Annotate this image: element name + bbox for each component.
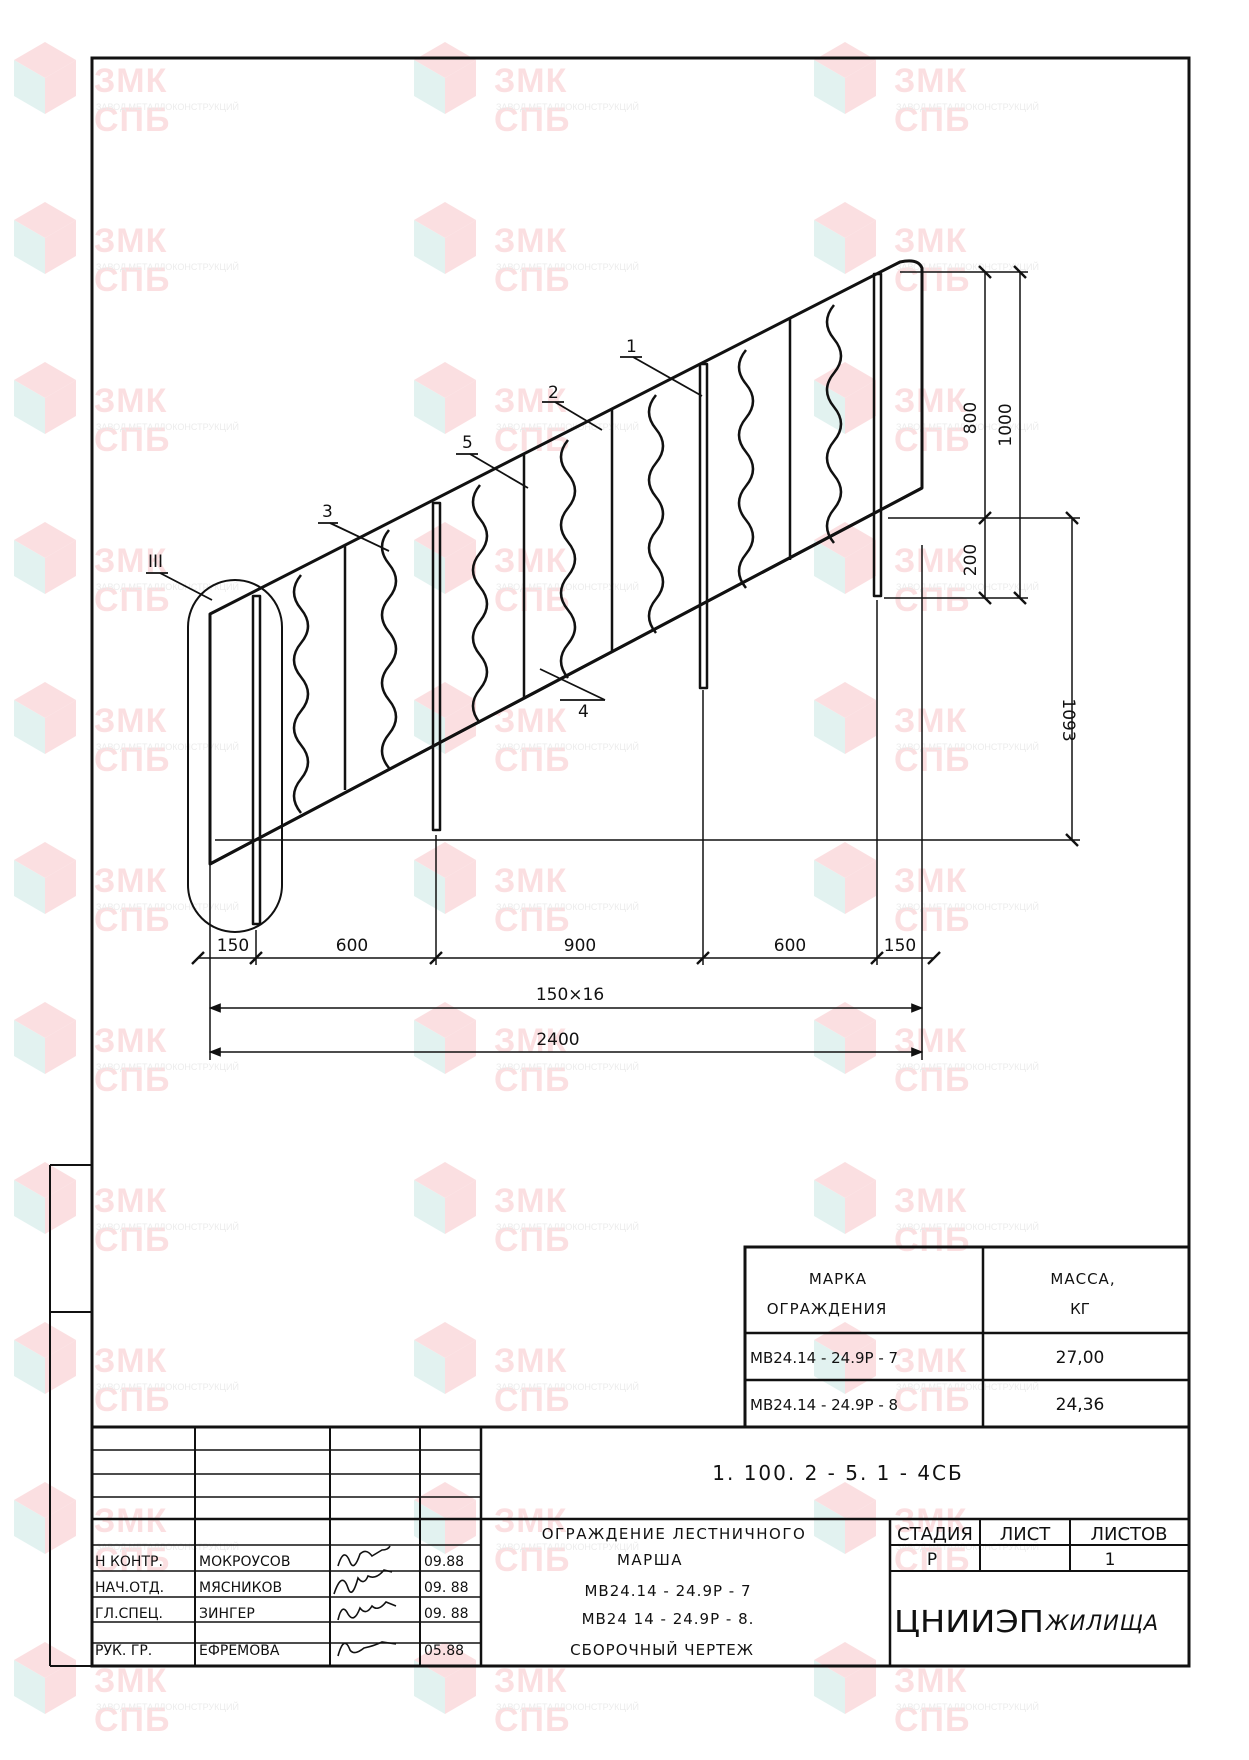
title-line-4: МВ24 14 - 24.9Р - 8.	[582, 1610, 755, 1628]
dim-600-right: 600	[774, 936, 806, 956]
post	[872, 272, 883, 598]
callout-1: 1	[626, 337, 637, 357]
signature-scribble	[337, 1601, 397, 1621]
mass-row-2: 24,36	[1056, 1395, 1105, 1415]
mass-table	[743, 1245, 1191, 1429]
dim-600-left: 600	[336, 936, 368, 956]
mark-row-2: МВ24.14 - 24.9Р - 8	[750, 1396, 898, 1414]
signature-name: МОКРОУСОВ	[199, 1554, 290, 1570]
dim-step: 150×16	[536, 985, 604, 1005]
callout-4: 4	[578, 702, 589, 722]
posts	[251, 272, 883, 926]
mass-row-1: 27,00	[1056, 1348, 1105, 1368]
railing-assembly	[187, 259, 924, 933]
title-block-text: 1. 100. 2 - 5. 1 - 4СБ ОГРАЖДЕНИЕ ЛЕСТНИ…	[95, 1461, 1168, 1659]
post	[251, 594, 262, 926]
dim-1000: 1000	[996, 403, 1016, 446]
wavy-baluster	[825, 304, 843, 544]
wavy-baluster	[380, 529, 398, 769]
organization-name: ЦНИИЭП	[894, 1605, 1044, 1640]
wavy-balusters	[292, 304, 843, 814]
signature-date: 09. 88	[424, 1580, 469, 1596]
title-line-5: СБОРОЧНЫЙ ЧЕРТЕЖ	[570, 1640, 754, 1659]
callout-leaders	[146, 356, 703, 701]
wavy-baluster	[647, 394, 665, 634]
mass-header-line1: МАССА,	[1050, 1270, 1115, 1288]
node-iii-outline	[187, 579, 283, 933]
wavy-baluster	[737, 349, 755, 589]
sheets-value: 1	[1105, 1550, 1116, 1570]
signature-scribble	[337, 1545, 391, 1567]
callout-5: 5	[462, 433, 473, 453]
horizontal-dimensions	[191, 545, 941, 1060]
straight-balusters	[343, 318, 792, 790]
signature-name: ЕФРЕМОВА	[199, 1643, 280, 1659]
callout-labels: 1 2 5 3 4 III	[148, 337, 637, 722]
signature-scribble	[337, 1641, 397, 1657]
signature-role: НАЧ.ОТД.	[95, 1580, 164, 1596]
sheets-label: ЛИСТОВ	[1090, 1524, 1167, 1545]
wavy-baluster	[559, 439, 577, 679]
dim-1093: 1093	[1058, 698, 1078, 741]
handrail	[208, 259, 924, 866]
handwritten-signatures	[333, 1545, 397, 1657]
dim-900: 900	[564, 936, 596, 956]
signature-role: ГЛ.СПЕЦ.	[95, 1606, 163, 1622]
dim-800: 800	[961, 402, 981, 434]
sheet-label: ЛИСТ	[1000, 1524, 1052, 1545]
dim-200: 200	[961, 544, 981, 576]
signature-date: 09.88	[424, 1554, 464, 1570]
mark-row-1: МВ24.14 - 24.9Р - 7	[750, 1349, 898, 1367]
organization-suffix: ЖИЛИЩА	[1044, 1611, 1159, 1635]
signature-role: РУК. ГР.	[95, 1643, 152, 1659]
dim-total: 2400	[536, 1030, 579, 1050]
wavy-baluster	[471, 484, 489, 724]
title-block	[92, 1425, 1189, 1666]
mass-header-line2: КГ	[1070, 1300, 1090, 1318]
signature-role: Н КОНТР.	[95, 1554, 163, 1570]
sheet-frame	[49, 56, 1191, 1668]
vertical-dimensions	[215, 265, 1080, 847]
signature-date: 09. 88	[424, 1606, 469, 1622]
post	[698, 362, 709, 690]
title-line-3: МВ24.14 - 24.9Р - 7	[584, 1582, 751, 1600]
callout-3: 3	[322, 502, 333, 522]
post	[431, 501, 442, 832]
mark-header-line2: ОГРАЖДЕНИЯ	[767, 1300, 888, 1318]
vertical-dimension-labels: 800 1000 200 1093	[961, 402, 1078, 742]
callout-2: 2	[548, 383, 559, 403]
stage-label: СТАДИЯ	[897, 1524, 973, 1545]
title-line-1: ОГРАЖДЕНИЕ ЛЕСТНИЧНОГО	[542, 1525, 807, 1543]
horizontal-dimension-labels: 150 600 900 600 150 150×16 2400	[217, 936, 916, 1050]
signature-name: ЗИНГЕР	[199, 1606, 255, 1622]
signature-scribble	[333, 1569, 393, 1595]
stage-value: Р	[927, 1550, 937, 1570]
mass-table-text: МАРКА ОГРАЖДЕНИЯ МАССА, КГ МВ24.14 - 24.…	[750, 1270, 1115, 1415]
title-line-2: МАРША	[617, 1551, 683, 1569]
callout-node: III	[148, 552, 163, 572]
document-code: 1. 100. 2 - 5. 1 - 4СБ	[712, 1461, 964, 1485]
mark-header-line1: МАРКА	[809, 1270, 867, 1288]
dim-150-right: 150	[884, 936, 916, 956]
signature-name: МЯСНИКОВ	[199, 1580, 282, 1596]
dim-150-left: 150	[217, 936, 249, 956]
signature-date: 05.88	[424, 1643, 464, 1659]
wavy-baluster	[292, 574, 310, 814]
